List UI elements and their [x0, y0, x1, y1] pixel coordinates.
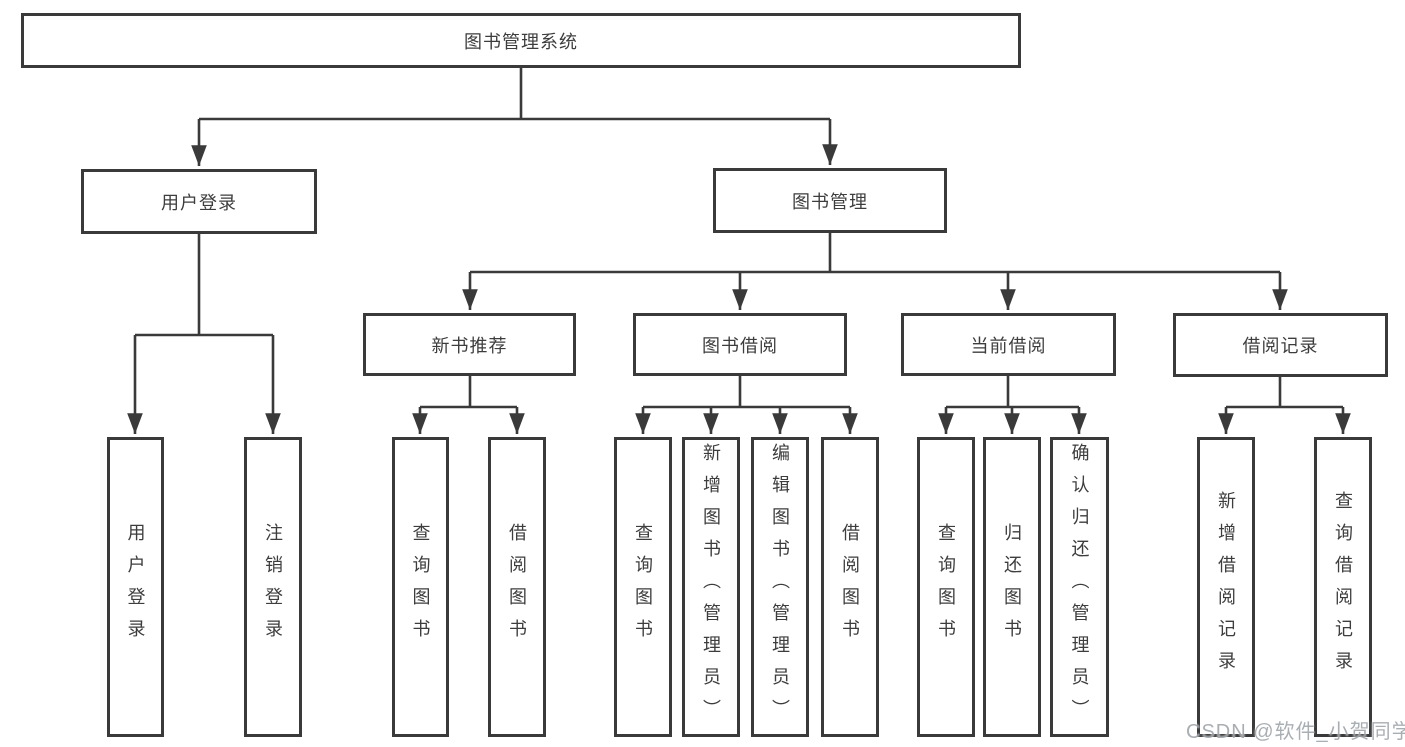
node-book-borrowing: 图书借阅 [633, 313, 847, 376]
leaf-label: 新增借阅记录 [1216, 491, 1236, 683]
leaf-label: 归还图书 [1002, 523, 1022, 651]
leaf-label: 新增图书（管理员） [701, 443, 721, 731]
leaf-label: 用户登录 [125, 523, 146, 651]
leaf-borrow-books-recommend: 借阅图书 [488, 437, 546, 737]
leaf-edit-books-admin: 编辑图书（管理员） [751, 437, 809, 737]
node-label: 用户登录 [161, 192, 237, 213]
leaf-label: 查询图书 [410, 523, 431, 651]
leaf-query-books-recommend: 查询图书 [392, 437, 449, 737]
leaf-logout: 注销登录 [244, 437, 302, 737]
leaf-add-books-admin: 新增图书（管理员） [682, 437, 740, 737]
csdn-watermark: CSDN @软件_小贺同学 [1186, 721, 1405, 743]
leaf-borrow-books-borrowing: 借阅图书 [821, 437, 879, 737]
node-label: 借阅记录 [1242, 336, 1319, 356]
leaf-query-books-borrowing: 查询图书 [614, 437, 672, 737]
node-book-management: 图书管理 [713, 168, 947, 233]
leaf-label: 查询借阅记录 [1333, 491, 1353, 683]
node-current-borrowing: 当前借阅 [901, 313, 1116, 376]
leaf-label: 查询图书 [936, 523, 956, 651]
node-label: 新书推荐 [431, 335, 508, 356]
leaf-label: 查询图书 [633, 523, 653, 651]
leaf-query-borrow-record: 查询借阅记录 [1314, 437, 1372, 737]
node-library-management-system: 图书管理系统 [21, 13, 1021, 68]
node-label: 图书管理 [792, 191, 868, 212]
leaf-user-login: 用户登录 [107, 437, 164, 737]
node-new-book-recommend: 新书推荐 [363, 313, 576, 376]
leaf-label: 编辑图书（管理员） [770, 443, 790, 731]
node-label: 图书管理系统 [464, 31, 578, 52]
leaf-return-books: 归还图书 [983, 437, 1041, 737]
leaf-add-borrow-record: 新增借阅记录 [1197, 437, 1255, 737]
node-label: 当前借阅 [970, 335, 1047, 356]
leaf-label: 确认归还（管理员） [1069, 443, 1090, 731]
leaf-query-books-current: 查询图书 [917, 437, 975, 737]
leaf-label: 借阅图书 [840, 523, 860, 651]
leaf-label: 注销登录 [263, 523, 283, 651]
node-borrowing-records: 借阅记录 [1173, 313, 1388, 377]
leaf-label: 借阅图书 [507, 523, 527, 651]
node-user-login: 用户登录 [81, 169, 317, 234]
node-label: 图书借阅 [702, 335, 778, 356]
leaf-confirm-return-admin: 确认归还（管理员） [1050, 437, 1109, 737]
